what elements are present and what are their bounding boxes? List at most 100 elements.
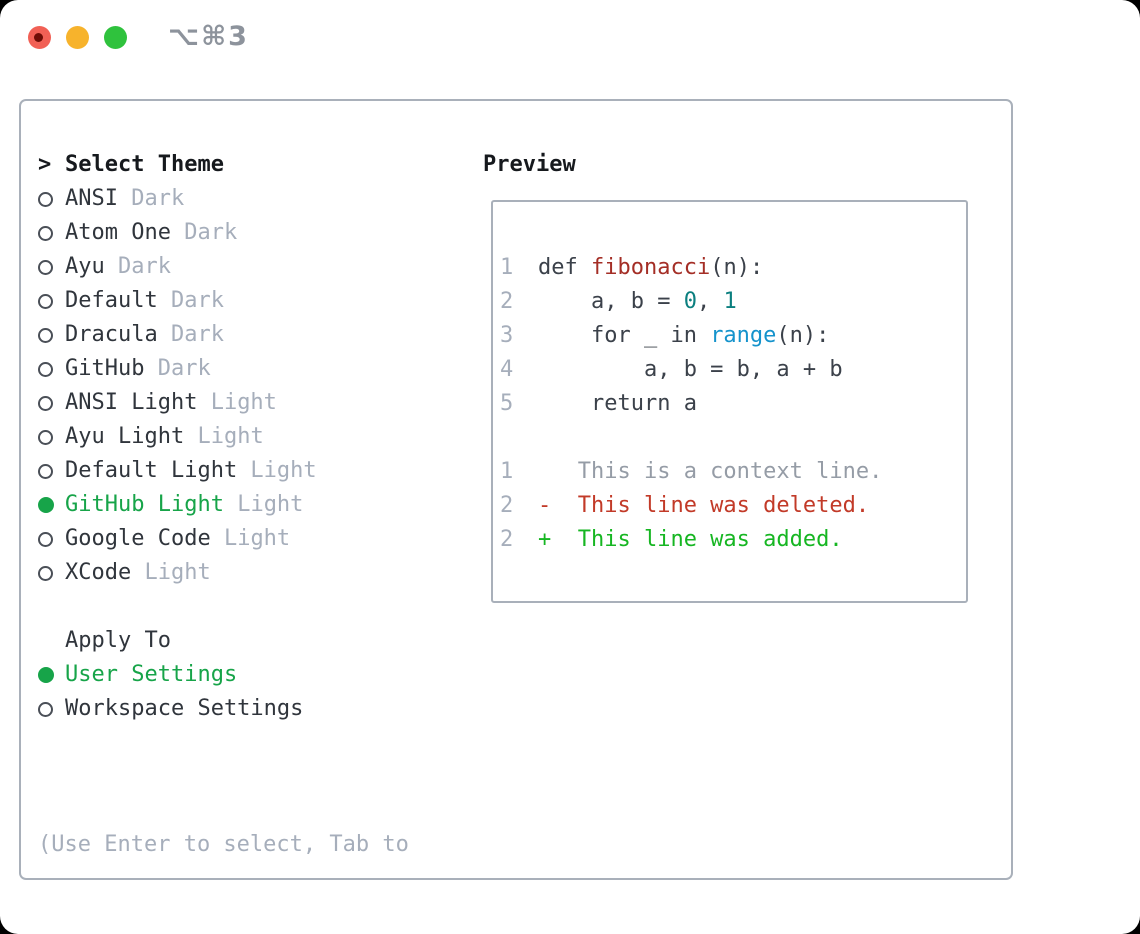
theme-option-default-light[interactable]: Default Light Light — [38, 454, 483, 488]
apply-to-title: Apply To — [65, 628, 171, 653]
window-title: ⌥⌘3 — [168, 21, 249, 52]
option-label: Workspace Settings — [65, 696, 304, 721]
preview-line — [500, 421, 966, 455]
option-label: ANSI Light — [65, 390, 198, 415]
line-number: 1 — [500, 255, 514, 280]
option-label: GitHub Light — [65, 492, 224, 517]
radio-unselected-icon — [38, 361, 53, 377]
option-variant-label: Dark — [157, 322, 224, 347]
option-variant-label: Light — [237, 458, 317, 483]
option-variant-label: Light — [184, 424, 264, 449]
option-variant-label: Light — [197, 390, 277, 415]
line-number: 2 — [500, 493, 514, 518]
option-label: Ayu — [65, 254, 105, 279]
theme-option-dracula[interactable]: Dracula Dark — [38, 318, 483, 352]
option-label: Atom One — [65, 220, 171, 245]
theme-option-github-light[interactable]: GitHub Light Light — [38, 488, 483, 522]
close-button[interactable] — [28, 26, 51, 49]
theme-option-google-code[interactable]: Google Code Light — [38, 522, 483, 556]
line-number — [500, 421, 538, 455]
code-text: return a — [538, 391, 697, 416]
code-text: a, b = b, a + b — [538, 357, 843, 382]
preview-line: 2 a, b = 0, 1 — [500, 285, 966, 319]
minimize-button[interactable] — [66, 26, 89, 49]
theme-list-title: Select Theme — [65, 152, 224, 177]
preview-line: 5 return a — [500, 387, 966, 421]
titlebar: ⌥⌘3 — [0, 0, 1140, 75]
option-variant-label: Dark — [117, 186, 185, 211]
theme-option-ayu-light[interactable]: Ayu Light Light — [38, 420, 483, 454]
radio-unselected-icon — [38, 225, 53, 241]
preview-line: 2+ This line was added. — [500, 523, 966, 557]
option-label: XCode — [65, 560, 132, 585]
apply-option-workspace-settings[interactable]: Workspace Settings — [38, 692, 483, 726]
traffic-lights — [28, 26, 127, 49]
focus-prompt-icon: > — [38, 152, 52, 177]
theme-option-ayu[interactable]: Ayu Dark — [38, 250, 483, 284]
option-label: Dracula — [65, 322, 158, 347]
option-variant-label: Dark — [170, 220, 238, 245]
option-label: User Settings — [65, 662, 238, 687]
apply-to-header: Apply To — [38, 624, 483, 658]
code-text: - This line was deleted. — [538, 493, 870, 518]
apply-option-user-settings[interactable]: User Settings — [38, 658, 483, 692]
option-label: Default — [65, 288, 158, 313]
theme-option-github[interactable]: GitHub Dark — [38, 352, 483, 386]
code-text: for _ in range(n): — [538, 323, 830, 348]
preview-line: 1 def fibonacci(n): — [500, 251, 966, 285]
radio-unselected-icon — [38, 191, 53, 207]
hint-line-1: (Use Enter to select, Tab to — [38, 832, 409, 857]
option-variant-label: Dark — [144, 356, 211, 381]
line-number: 2 — [500, 289, 514, 314]
theme-option-xcode[interactable]: XCode Light — [38, 556, 483, 590]
code-text: def fibonacci(n): — [538, 255, 764, 280]
option-label: ANSI — [65, 186, 118, 211]
preview-line: 3 for _ in range(n): — [500, 319, 966, 353]
theme-list-header: > Select Theme — [38, 148, 483, 182]
code-text: + This line was added. — [538, 527, 843, 552]
radio-unselected-icon — [38, 293, 53, 309]
radio-unselected-icon — [38, 327, 53, 343]
preview-title: Preview — [483, 152, 576, 177]
option-label: Ayu Light — [65, 424, 185, 449]
theme-option-atom-one[interactable]: Atom One Dark — [38, 216, 483, 250]
radio-unselected-icon — [38, 429, 53, 445]
option-variant-label: Dark — [104, 254, 171, 279]
preview-line: 2 - This line was deleted. — [500, 489, 966, 523]
line-number: 4 — [500, 357, 514, 382]
option-variant-label: Light — [210, 526, 291, 551]
line-number: 3 — [500, 323, 514, 348]
preview-line: 1 This is a context line. — [500, 455, 966, 489]
close-dot-icon — [34, 33, 43, 42]
code-text: This is a context line. — [538, 459, 883, 484]
theme-option-ansi-light[interactable]: ANSI Light Light — [38, 386, 483, 420]
option-label: Default Light — [65, 458, 238, 483]
radio-unselected-icon — [38, 565, 53, 581]
preview-line: 4 a, b = b, a + b — [500, 353, 966, 387]
radio-unselected-icon — [38, 463, 53, 479]
option-variant-label: Light — [131, 560, 211, 585]
radio-unselected-icon — [38, 259, 53, 275]
option-variant-label: Dark — [157, 288, 224, 313]
option-label: Google Code — [65, 526, 211, 551]
code-text: a, b = 0, 1 — [538, 289, 737, 314]
radio-unselected-icon — [38, 701, 53, 717]
radio-unselected-icon — [38, 395, 53, 411]
radio-unselected-icon — [38, 531, 53, 547]
option-variant-label: Light — [223, 492, 304, 517]
zoom-button[interactable] — [104, 26, 127, 49]
theme-option-ansi[interactable]: ANSI Dark — [38, 182, 483, 216]
line-number: 1 — [500, 459, 514, 484]
radio-selected-icon — [38, 497, 54, 513]
theme-option-default[interactable]: Default Dark — [38, 284, 483, 318]
hint-line-2: change focus) — [38, 930, 483, 934]
